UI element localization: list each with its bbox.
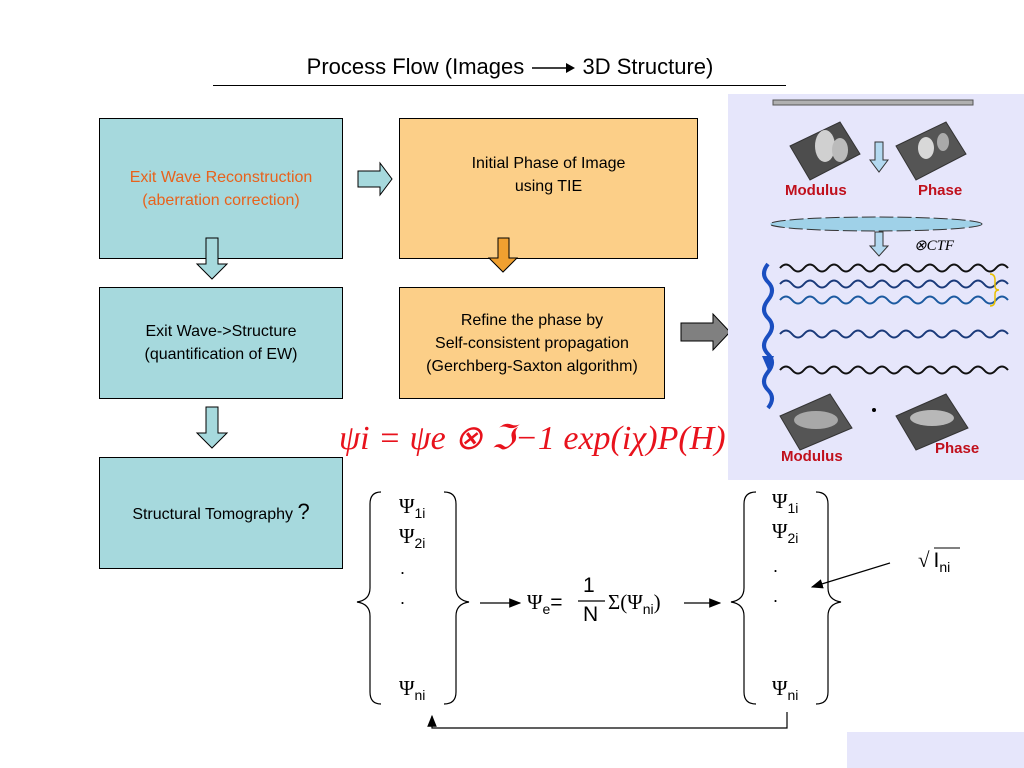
modulus-label-bottom: Modulus (781, 448, 843, 465)
refine-phase-line2: Self-consistent propagation (435, 334, 629, 352)
propagation-illustration (762, 99, 1009, 451)
intensity-sub: ni (939, 559, 951, 576)
refine-phase-line3: (Gerchberg-Saxton algorithm) (426, 357, 638, 375)
wave-equation: ψi = ψe ⊗ ℑ−1 exp(iχ)P(H) (339, 418, 726, 458)
fraction-denominator: N (583, 603, 599, 626)
sum-expression: Σ(Ψni) (608, 590, 661, 618)
initial-phase-line2: using TIE (514, 178, 583, 195)
left-dot-1: . (400, 558, 406, 578)
refine-phase-line1: Refine the phase by (460, 311, 604, 329)
right-set-close-brace (815, 491, 842, 705)
corner-tint (847, 732, 1024, 768)
refine-phase-box: Refine the phase by Self-consistent prop… (399, 287, 665, 399)
exit-wave-recon-line1: Exit Wave Reconstruction (129, 168, 313, 186)
structural-tomography-box: Structural Tomography ? (99, 457, 343, 569)
left-set-close-brace (443, 491, 470, 705)
right-set-open-brace (730, 491, 757, 705)
left-dot-2: . (400, 588, 406, 608)
left-psi-2: Ψ2i (399, 524, 426, 552)
right-dot-2: . (773, 586, 779, 606)
intensity-I: I (933, 549, 940, 572)
right-dot-1: . (773, 556, 779, 576)
right-block-arrow-icon (680, 312, 731, 352)
illustration-panel: Modulus Phase ⊗CTF Modulus Phase (728, 94, 1024, 480)
down-block-arrow-icon (195, 237, 229, 280)
left-psi-1: Ψ1i (399, 494, 426, 522)
intensity-arrow (810, 562, 891, 589)
left-set-open-brace (356, 491, 382, 705)
equation-text: ψi = ψe ⊗ ℑ−1 exp(iχ)P(H) (339, 420, 726, 457)
tomography-label: Structural Tomography (132, 506, 293, 523)
feedback-loop-line (427, 712, 788, 729)
diagram-title: Process Flow (Images 3D Structure) (150, 54, 870, 80)
initial-phase-box: Initial Phase of Image using TIE (399, 118, 698, 259)
title-arrow-icon (532, 63, 576, 74)
phase-label-top: Phase (918, 182, 963, 199)
exit-wave-structure-box: Exit Wave->Structure (quantification of … (99, 287, 343, 399)
intensity-label: √Ini (918, 548, 950, 575)
psi-e-formula: Ψe= (527, 590, 563, 618)
title-underline (213, 85, 786, 86)
initial-phase-line1: Initial Phase of Image (471, 155, 626, 172)
tomography-question: ? (297, 499, 310, 524)
modulus-label-top: Modulus (785, 182, 847, 199)
right-block-arrow-icon (357, 161, 393, 197)
phase-label-bottom: Phase (935, 440, 980, 457)
title-right: 3D Structure) (582, 54, 714, 79)
down-block-arrow-icon (195, 406, 229, 449)
fraction-numerator: 1 (583, 574, 595, 597)
exit-wave-structure-line1: Exit Wave->Structure (145, 323, 297, 340)
exit-wave-recon-line2: (aberration correction) (142, 191, 300, 209)
right-psi-n: Ψni (772, 676, 799, 704)
sqrt-symbol: √ (918, 548, 930, 572)
exit-wave-reconstruction-box: Exit Wave Reconstruction (aberration cor… (99, 118, 343, 259)
exit-wave-structure-line2: (quantification of EW) (144, 346, 298, 363)
right-psi-1: Ψ1i (772, 489, 799, 517)
left-psi-n: Ψni (399, 676, 426, 704)
right-psi-2: Ψ2i (772, 519, 799, 547)
title-left: Process Flow (Images (306, 54, 525, 79)
ctf-label: ⊗CTF (914, 238, 955, 254)
down-block-arrow-icon (487, 237, 519, 273)
